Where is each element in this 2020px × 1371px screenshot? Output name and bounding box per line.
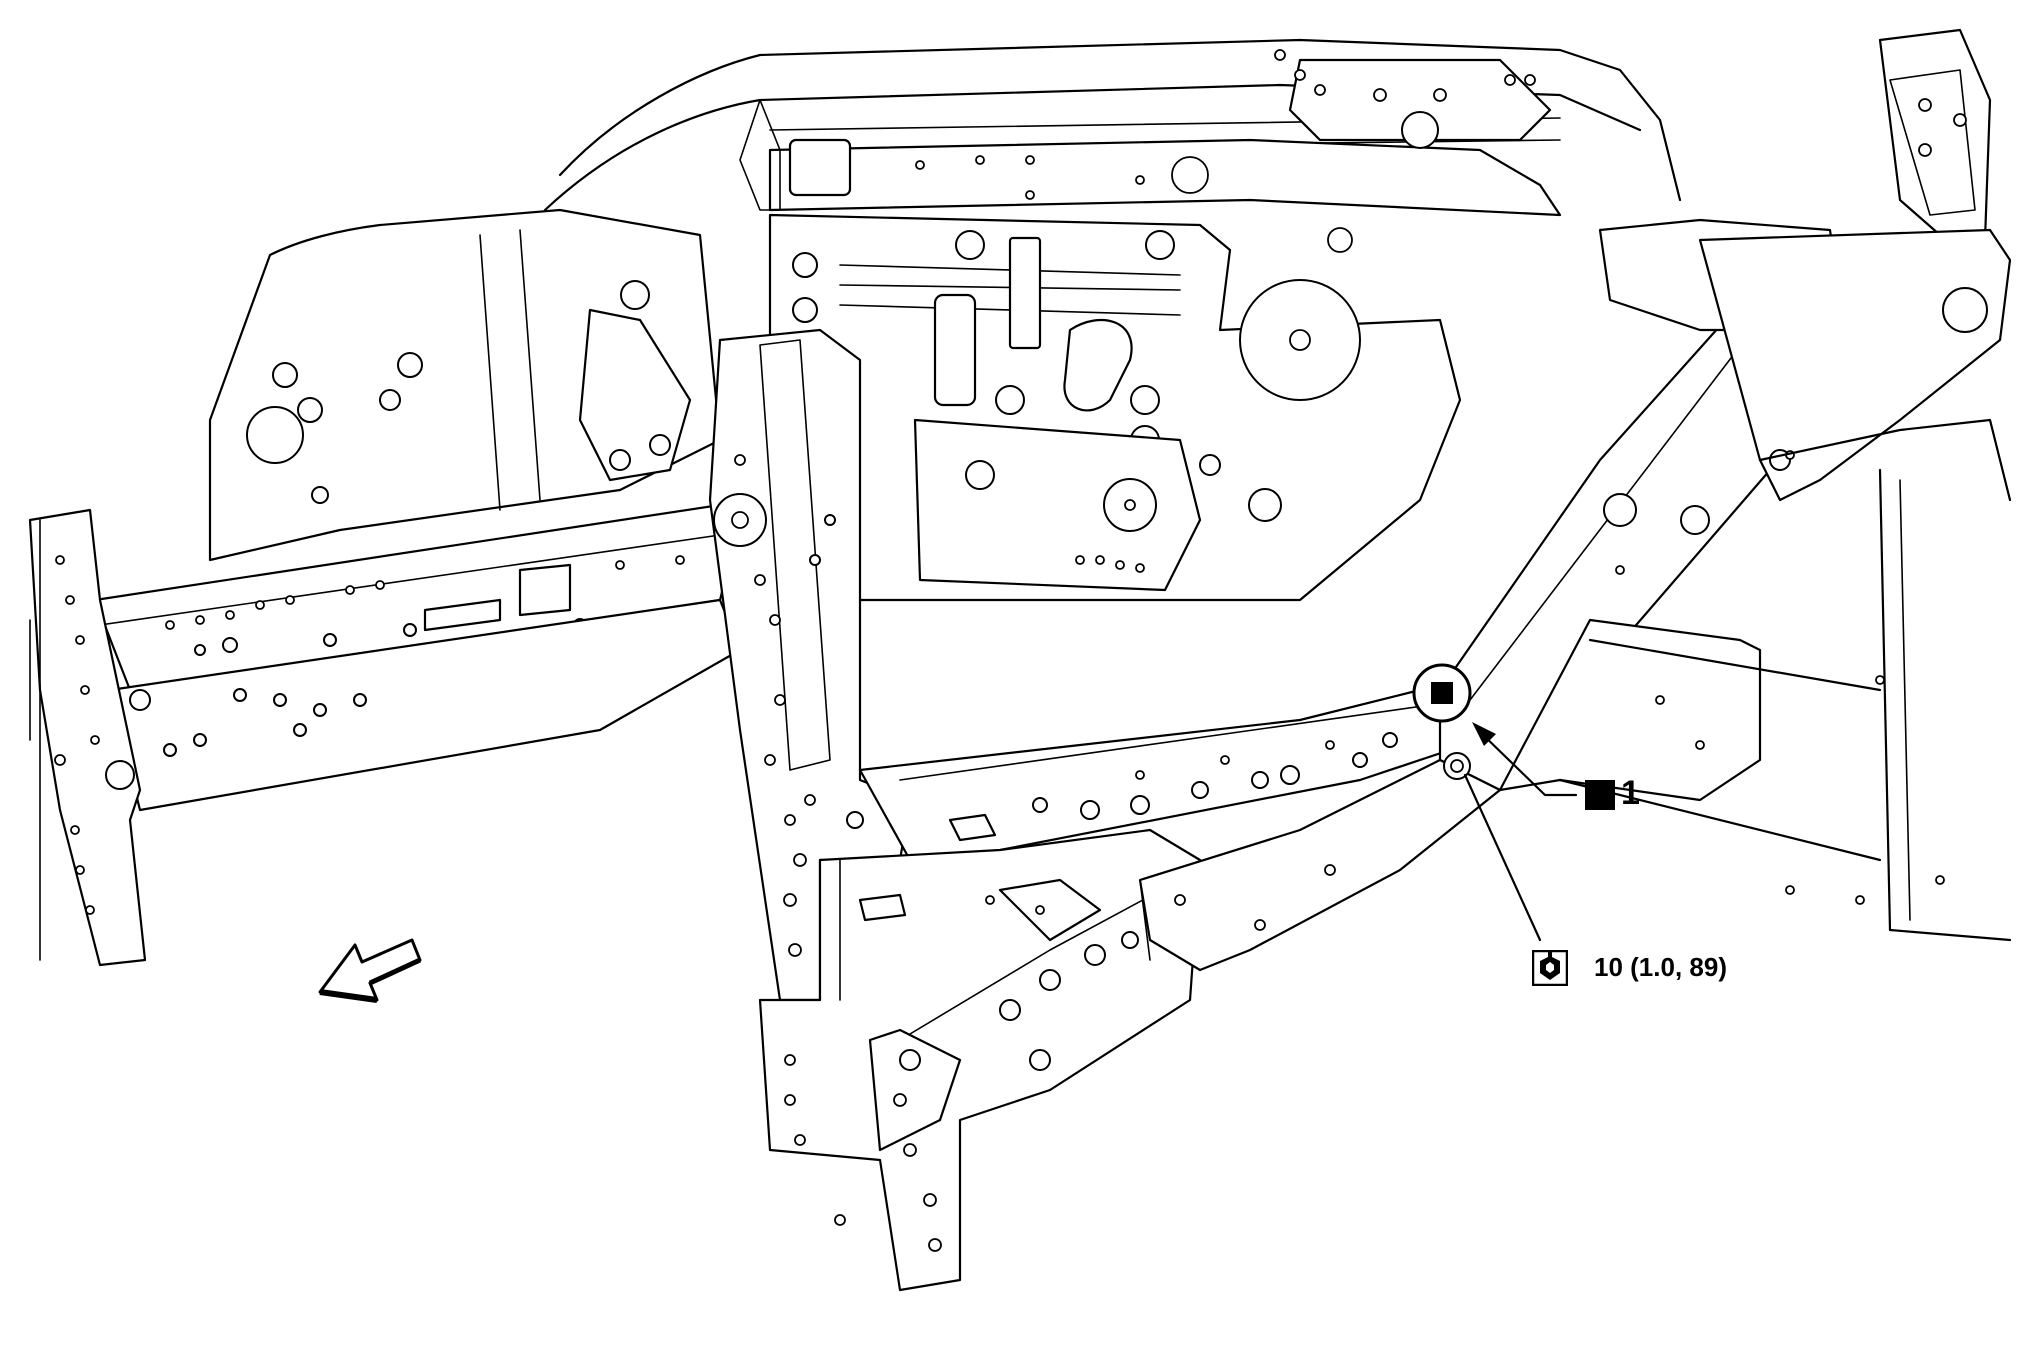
- torque-spec-label: 10 (1.0, 89): [1594, 952, 1727, 982]
- item-1-leader-line: [1472, 722, 1578, 797]
- fender-apron: [1698, 228, 2012, 942]
- bolt: [1443, 752, 1471, 780]
- torque-leader-line: [1463, 773, 1542, 942]
- lower-radiator-support: [758, 828, 1202, 1292]
- dash-panel: [768, 213, 1462, 602]
- lower-diagonal-member: [1138, 758, 1502, 972]
- left-bumper-bracket: [28, 508, 147, 967]
- right-lower-member: [1498, 618, 1945, 905]
- left-wheelhouse: [208, 208, 722, 562]
- fastener-marker-callout: [1412, 663, 1472, 723]
- item-1-label: 1: [1621, 774, 1640, 812]
- cowl-top-panel: [543, 38, 1682, 253]
- a-pillar: [1878, 28, 1992, 242]
- left-side-member: [93, 503, 732, 692]
- torque-wrench-icon: [1532, 950, 1568, 986]
- front-cross-member: [858, 678, 1482, 862]
- vehicle-front-arrow: [318, 938, 422, 1003]
- fastener-marker-icon: [1585, 780, 1615, 810]
